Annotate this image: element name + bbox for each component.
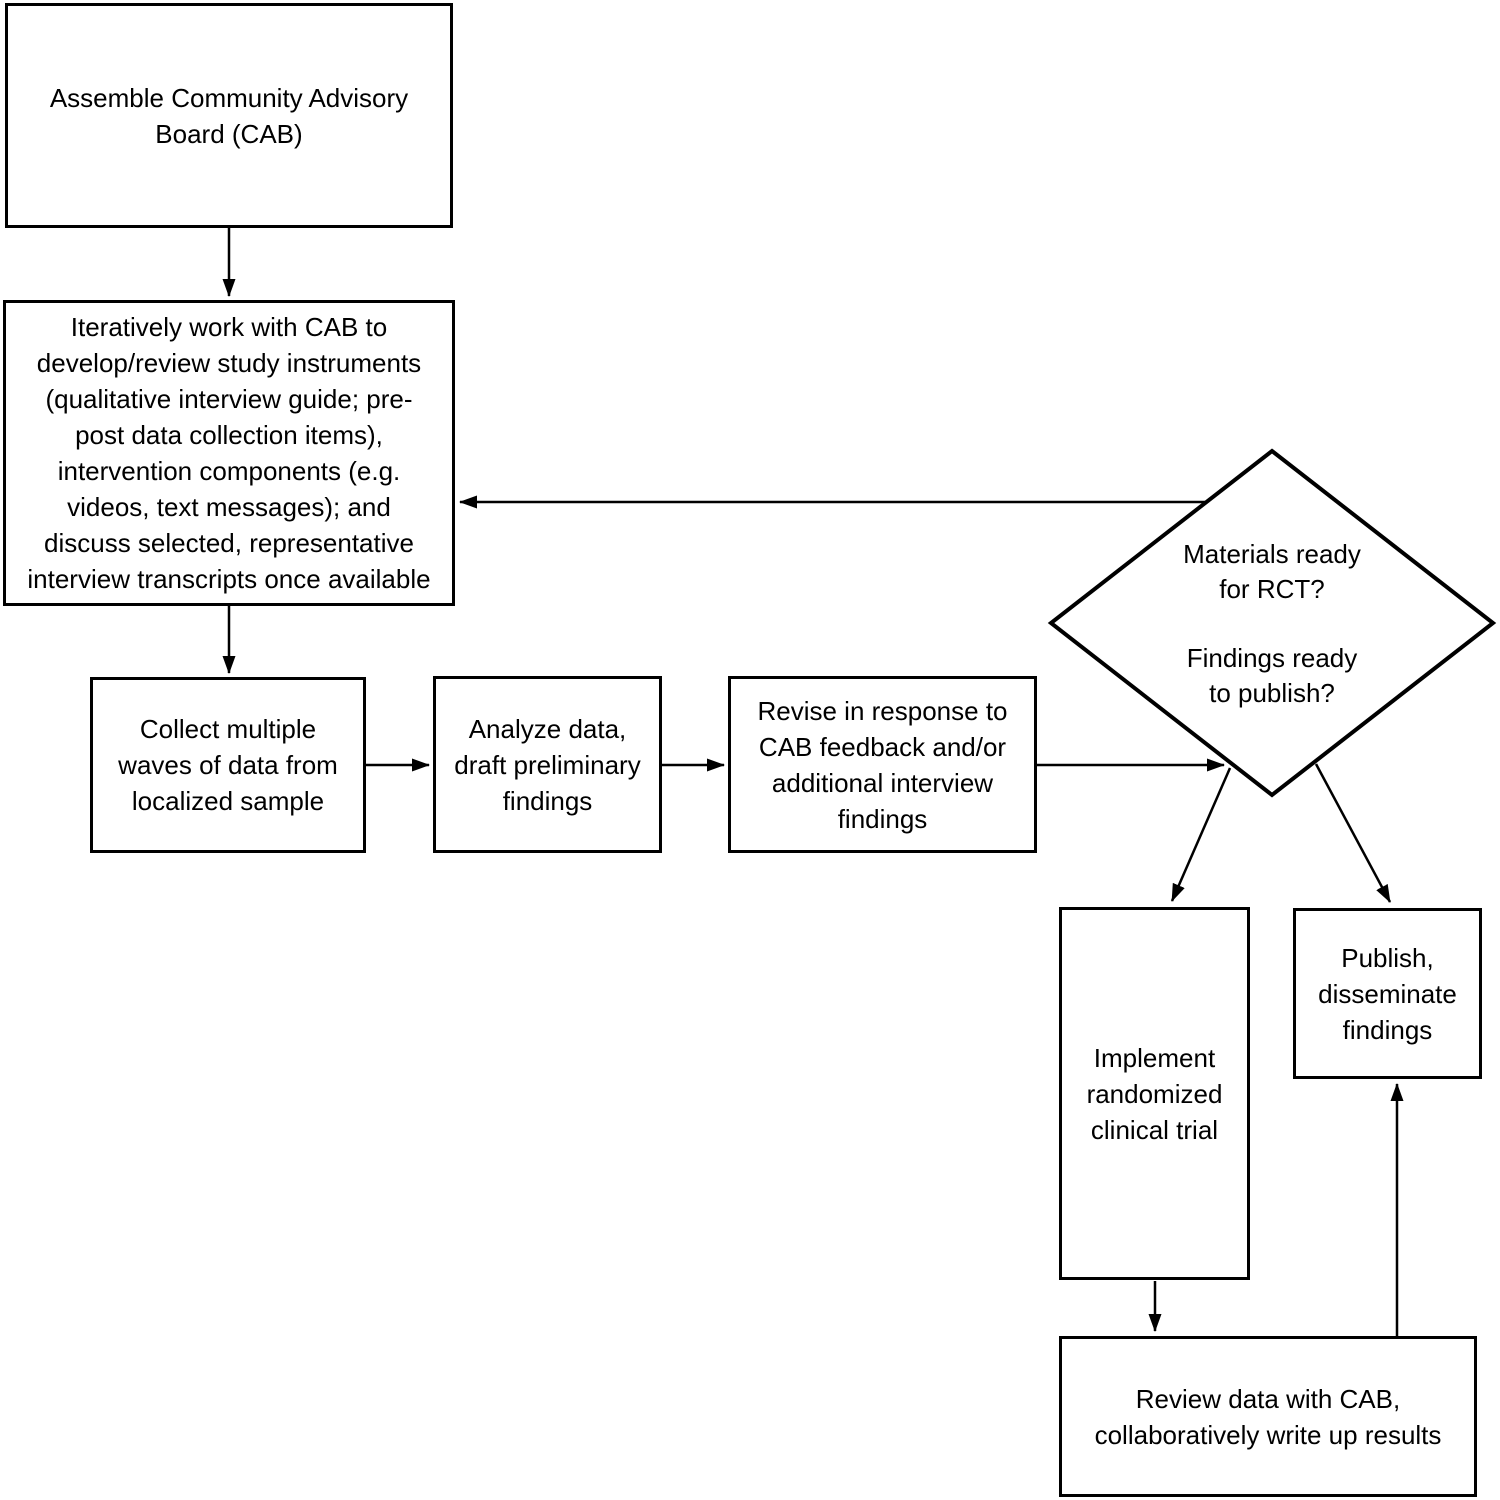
decision-question-publish: Findings ready to publish? (1186, 643, 1358, 708)
decision-diamond (1047, 448, 1497, 798)
node-publish-findings-label: Publish, disseminate findings (1318, 942, 1457, 1045)
node-publish-findings: Publish, disseminate findings (1293, 908, 1482, 1079)
node-collect-data-label: Collect multiple waves of data from loca… (118, 714, 338, 816)
decision-diamond-label: Materials ready for RCT? Findings ready … (1122, 533, 1422, 715)
node-assemble-cab: Assemble Community Advisory Board (CAB) (5, 3, 453, 228)
node-iterate-cab-label: Iteratively work with CAB to develop/rev… (27, 312, 431, 594)
node-analyze-data-label: Analyze data, draft preliminary findings (454, 713, 641, 816)
node-review-cab: Review data with CAB, collaboratively wr… (1059, 1336, 1477, 1497)
node-assemble-cab-label: Assemble Community Advisory Board (CAB) (49, 82, 409, 149)
arrow-decision-to-implement (1170, 767, 1232, 902)
node-implement-rct: Implement randomized clinical trial (1059, 907, 1250, 1280)
node-revise-feedback: Revise in response to CAB feedback and/o… (728, 676, 1037, 853)
node-iterate-cab: Iteratively work with CAB to develop/rev… (3, 300, 455, 606)
arrow-decision-to-publish (1314, 763, 1392, 903)
node-revise-feedback-label: Revise in response to CAB feedback and/o… (757, 695, 1008, 834)
decision-question-rct: Materials ready for RCT? (1183, 539, 1361, 604)
node-analyze-data: Analyze data, draft preliminary findings (433, 676, 662, 853)
node-implement-rct-label: Implement randomized clinical trial (1086, 1042, 1223, 1145)
node-collect-data: Collect multiple waves of data from loca… (90, 677, 366, 853)
node-review-cab-label: Review data with CAB, collaboratively wr… (1094, 1383, 1442, 1450)
